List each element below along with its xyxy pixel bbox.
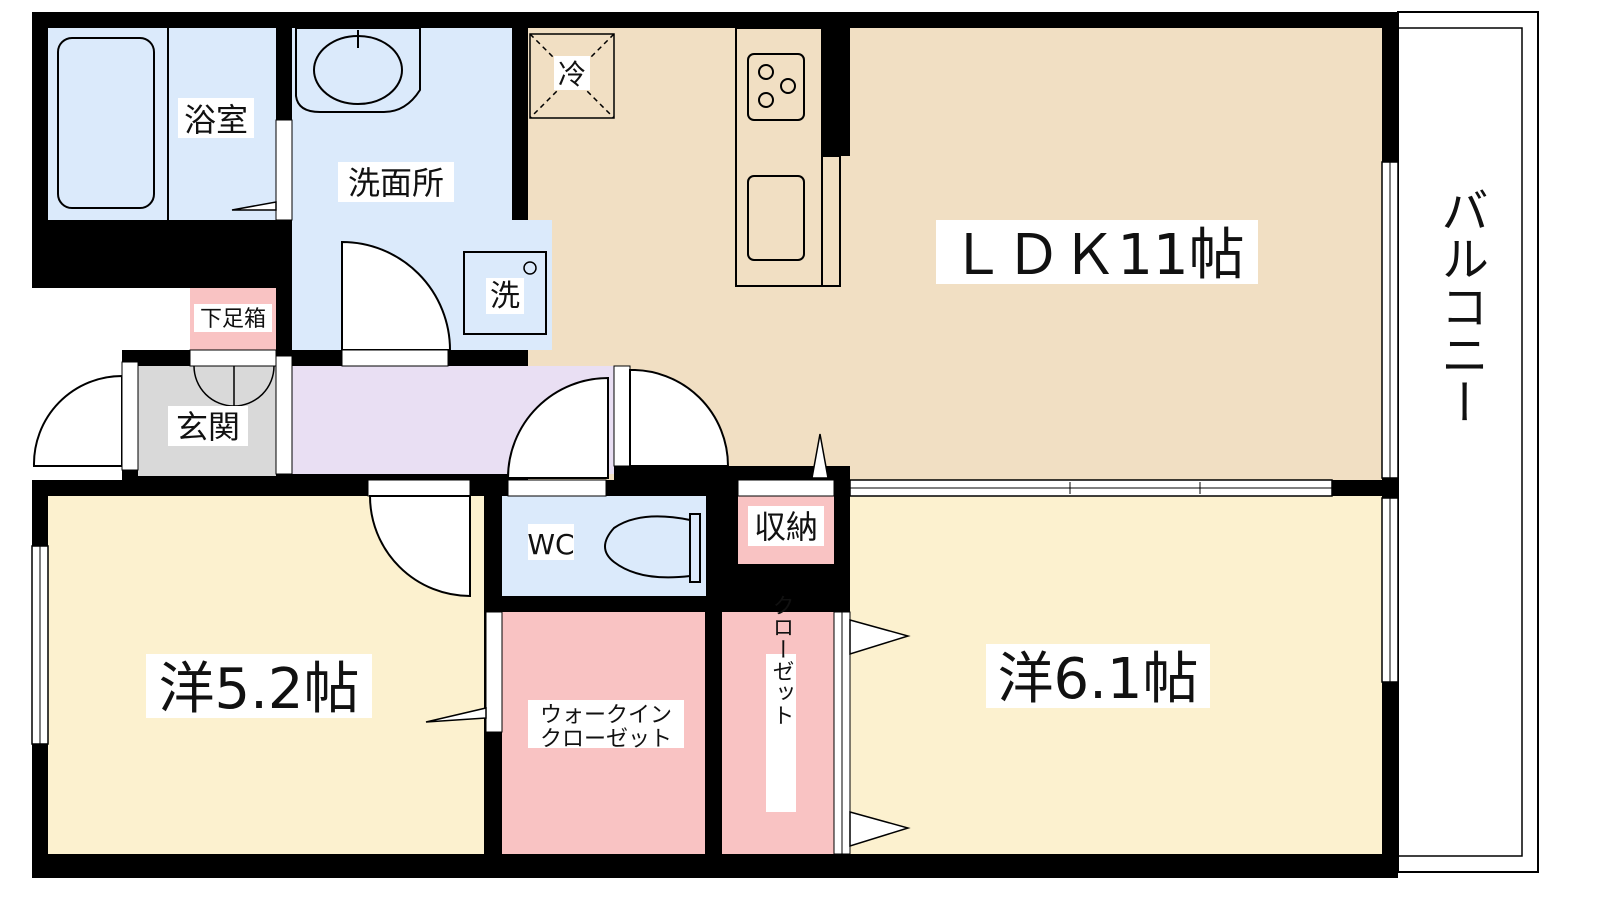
- entrance-label: 玄関: [176, 408, 240, 446]
- bath-door: [275, 119, 293, 221]
- washroom-door: [341, 240, 452, 351]
- walk-in-closet-label-2: クローゼット: [540, 727, 672, 752]
- stove: [747, 53, 805, 121]
- fridge-space: [529, 33, 615, 119]
- ldk-label: ＬＤＫ11帖: [949, 223, 1244, 288]
- shoe-box-label: 下足箱: [200, 307, 266, 332]
- exterior-cutout: [32, 288, 190, 350]
- bath-label: 浴室: [184, 101, 248, 139]
- western-small-label: 洋5.2帖: [158, 657, 359, 722]
- washroom-label: 洗面所: [348, 164, 444, 202]
- wc-door: [506, 376, 609, 479]
- entrance-opening: [121, 361, 139, 471]
- sink: [747, 175, 805, 261]
- western-small-door: [368, 495, 471, 598]
- western-large-label: 洋6.1帖: [997, 647, 1198, 712]
- shoe-box-doors: [193, 365, 275, 407]
- balcony: [1397, 11, 1539, 873]
- toilet-fixture: [604, 513, 701, 583]
- wash-basin: [295, 27, 421, 113]
- balcony-label: バルコニー: [1432, 186, 1488, 426]
- closet-label: クローゼット: [769, 594, 794, 726]
- ldk-door: [629, 368, 730, 467]
- fridge-label: 冷: [558, 58, 586, 91]
- storage-label: 収納: [754, 508, 818, 546]
- washer-label: 洗: [490, 279, 520, 314]
- bathtub: [57, 37, 155, 209]
- entrance-door: [32, 374, 123, 467]
- walk-in-closet-label-1: ウォークイン: [540, 703, 672, 728]
- kitchen-counter-wall: [822, 28, 850, 156]
- toilet-label: WC: [527, 528, 574, 561]
